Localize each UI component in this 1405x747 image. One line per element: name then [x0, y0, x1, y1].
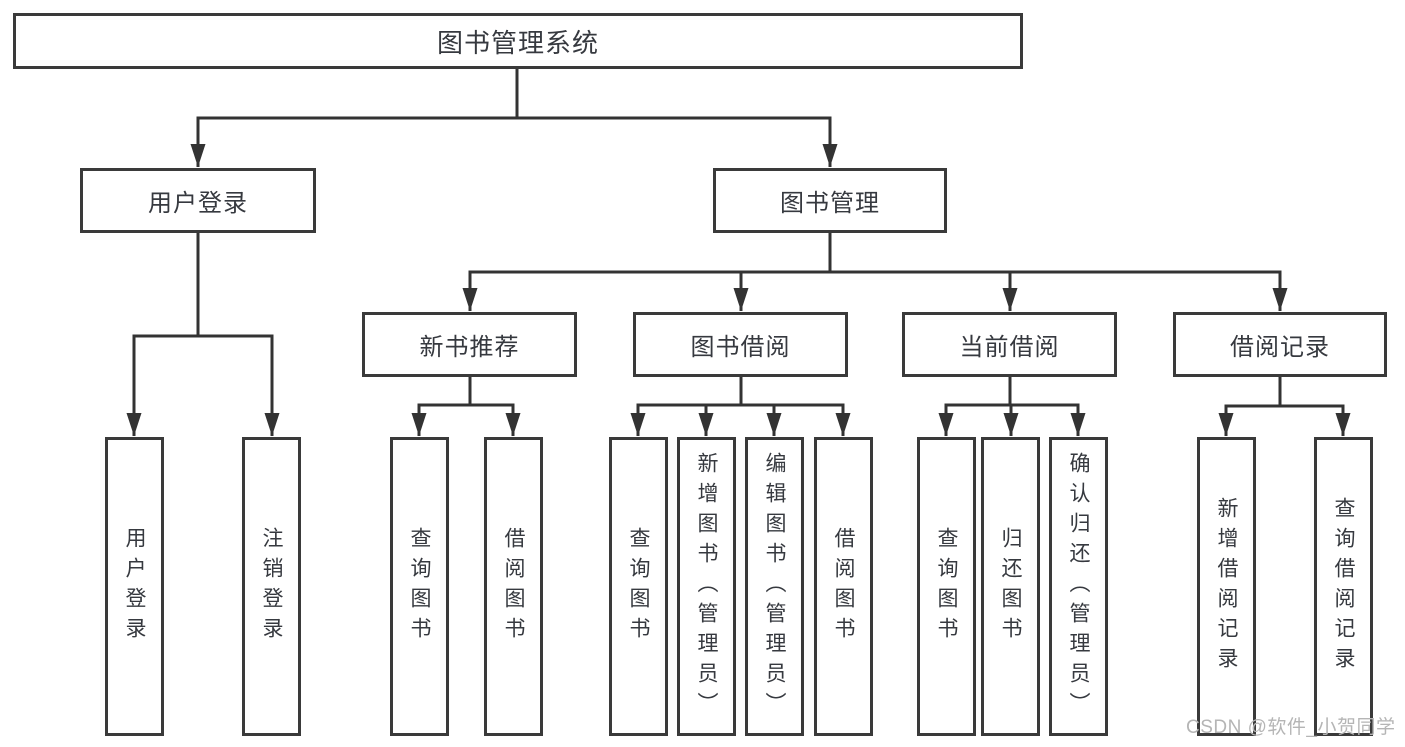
leaf-borrow-books: 借阅图书 [814, 437, 873, 736]
leaf-add-borrow-record: 新增借阅记录 [1197, 437, 1256, 736]
node-current-borrow: 当前借阅 [902, 312, 1117, 377]
leaf-borrow-books-recommend: 借阅图书 [484, 437, 543, 736]
leaf-label: 借阅图书 [832, 526, 855, 647]
leaf-label: 新增借阅记录 [1215, 496, 1238, 677]
leaf-add-book-admin: 新增图书（管理员） [677, 437, 736, 736]
node-borrow-record: 借阅记录 [1173, 312, 1387, 377]
leaf-label: 查询图书 [627, 526, 650, 647]
leaf-logout: 注销登录 [242, 437, 301, 736]
node-label: 图书管理系统 [436, 27, 599, 58]
node-book-management: 图书管理 [713, 168, 947, 233]
leaf-query-books-borrow: 查询图书 [609, 437, 668, 736]
leaf-query-books-recommend: 查询图书 [390, 437, 449, 736]
leaf-label: 新增图书（管理员） [695, 451, 718, 722]
node-book-borrow: 图书借阅 [633, 312, 848, 377]
leaf-label: 查询图书 [408, 526, 431, 647]
node-label: 当前借阅 [959, 334, 1060, 361]
leaf-query-books-current: 查询图书 [917, 437, 976, 736]
leaf-label: 查询图书 [935, 526, 958, 647]
leaf-query-borrow-record: 查询借阅记录 [1314, 437, 1373, 736]
leaf-label: 编辑图书（管理员） [763, 451, 786, 722]
node-label: 用户登录 [148, 190, 248, 217]
node-user-login: 用户登录 [80, 168, 316, 233]
leaf-confirm-return-admin: 确认归还（管理员） [1049, 437, 1108, 736]
leaf-label: 归还图书 [999, 526, 1022, 647]
leaf-label: 注销登录 [260, 526, 283, 647]
leaf-edit-book-admin: 编辑图书（管理员） [745, 437, 804, 736]
leaf-label: 确认归还（管理员） [1067, 451, 1090, 722]
leaf-label: 借阅图书 [502, 526, 525, 647]
leaf-user-login: 用户登录 [105, 437, 164, 736]
node-label: 借阅记录 [1230, 334, 1330, 361]
leaf-label: 用户登录 [123, 526, 146, 647]
node-root-library-system: 图书管理系统 [13, 13, 1023, 69]
csdn-watermark: CSDN @软件_小贺同学 [1186, 717, 1396, 738]
leaf-return-book: 归还图书 [981, 437, 1040, 736]
node-label: 新书推荐 [419, 334, 520, 361]
node-label: 图书管理 [780, 190, 880, 217]
node-label: 图书借阅 [690, 334, 791, 361]
node-new-book-recommend: 新书推荐 [362, 312, 577, 377]
leaf-label: 查询借阅记录 [1332, 496, 1355, 677]
